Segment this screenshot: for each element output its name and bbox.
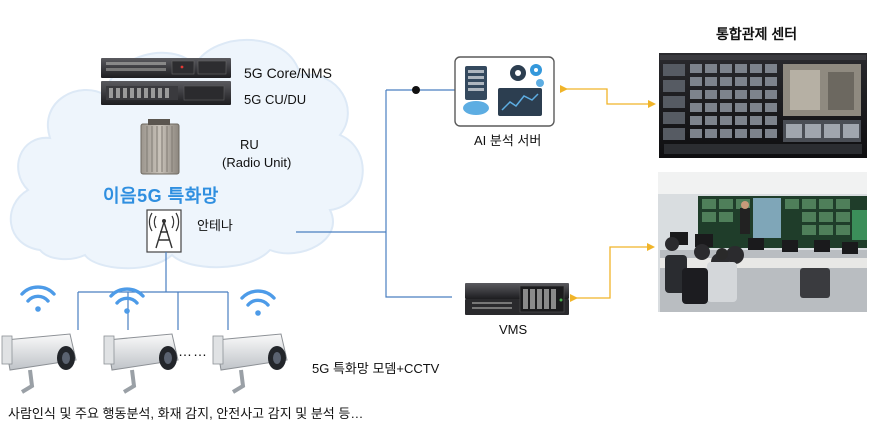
cu-du-server bbox=[101, 81, 231, 105]
junction-dot bbox=[412, 86, 420, 94]
wifi-icon bbox=[109, 287, 145, 314]
control-center-label: 통합관제 센터 bbox=[716, 26, 798, 42]
cctv-camera-icon bbox=[103, 333, 179, 394]
radio-unit-icon bbox=[140, 119, 180, 175]
antenna-tower-icon bbox=[146, 209, 182, 253]
ru-label-line2: (Radio Unit) bbox=[222, 155, 292, 170]
ellipsis-label: …… bbox=[178, 343, 208, 359]
cctv-camera-icon bbox=[1, 333, 77, 394]
modem-cctv-label: 5G 특화망 모뎀+CCTV bbox=[312, 361, 440, 376]
data-flow-arrows bbox=[560, 85, 656, 302]
ai-server-label: AI 분석 서버 bbox=[474, 133, 542, 148]
core-nms-server bbox=[101, 58, 231, 78]
ai-server-icon bbox=[454, 56, 555, 127]
cctv-camera-icon bbox=[212, 333, 288, 394]
ru-label: RU (Radio Unit) bbox=[222, 136, 291, 172]
control-center-monitor bbox=[659, 53, 867, 158]
antenna-label: 안테나 bbox=[197, 218, 233, 233]
vms-label: VMS bbox=[499, 322, 528, 337]
ru-label-line1: RU bbox=[240, 137, 259, 152]
network-cloud bbox=[9, 38, 364, 270]
control-room-photo bbox=[658, 172, 867, 312]
cu-du-label: 5G CU/DU bbox=[244, 92, 307, 107]
caption-text: 사람인식 및 주요 행동분석, 화재 감지, 안전사고 감지 및 분석 등… bbox=[8, 406, 364, 421]
core-nms-label: 5G Core/NMS bbox=[244, 65, 332, 81]
wifi-icon bbox=[240, 289, 276, 316]
network-name-label: 이음5G 특화망 bbox=[103, 186, 219, 206]
vms-server-icon bbox=[465, 283, 569, 315]
wifi-icon bbox=[20, 285, 56, 312]
